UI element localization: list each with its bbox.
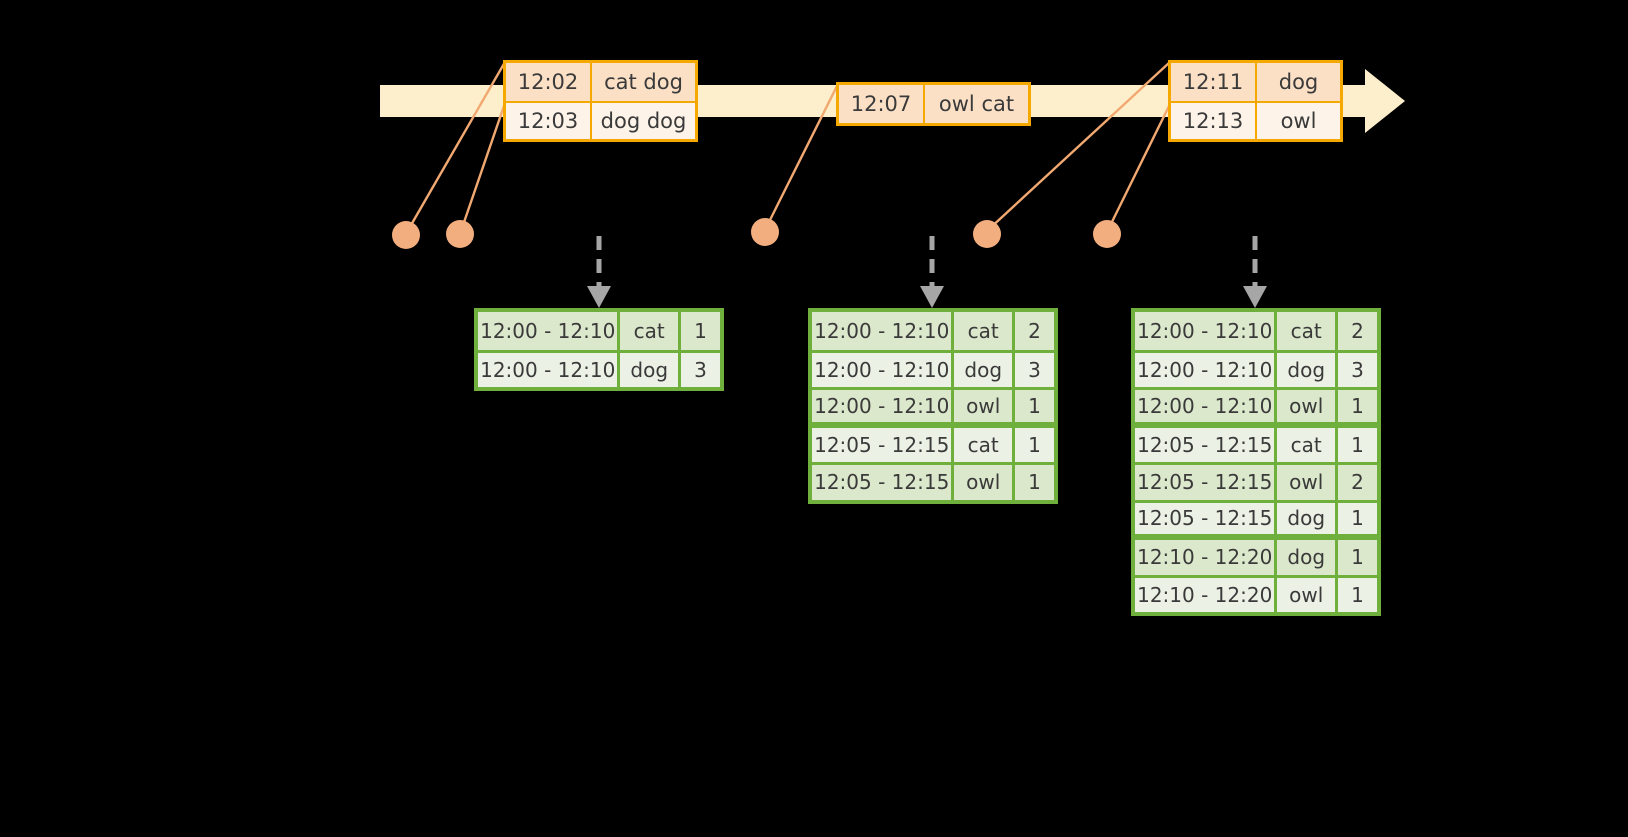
output-arrowhead-2 <box>920 286 944 308</box>
timeline-event-row[interactable]: 12:13 owl <box>1171 101 1340 139</box>
count-cell: 2 <box>1337 462 1377 500</box>
window-cell: 12:05 - 12:15 <box>1135 499 1278 537</box>
key-cell: owl <box>1277 462 1338 500</box>
emission-dot-2 <box>446 220 474 248</box>
emission-dots <box>392 218 1121 249</box>
window-cell: 12:05 - 12:15 <box>1135 424 1278 462</box>
output-arrows <box>596 236 1258 288</box>
count-cell: 1 <box>1337 387 1377 425</box>
key-cell: cat <box>1277 312 1338 350</box>
key-cell: cat <box>954 424 1015 462</box>
count-cell: 1 <box>1337 574 1377 612</box>
connector-1 <box>405 61 507 233</box>
key-cell: dog <box>1277 499 1338 537</box>
window-cell: 12:00 - 12:10 <box>478 349 621 387</box>
event-value: owl cat <box>925 85 1028 123</box>
count-cell: 1 <box>1337 537 1377 575</box>
count-cell: 2 <box>1014 312 1054 350</box>
key-cell: dog <box>1277 349 1338 387</box>
window-cell: 12:00 - 12:10 <box>812 312 955 350</box>
count-cell: 3 <box>1337 349 1377 387</box>
event-time: 12:13 <box>1171 101 1257 139</box>
key-cell: owl <box>1277 387 1338 425</box>
window-cell: 12:00 - 12:10 <box>478 312 621 350</box>
key-cell: cat <box>620 312 681 350</box>
timeline-event-group-2[interactable]: 12:07 owl cat <box>836 82 1031 126</box>
key-cell: dog <box>620 349 681 387</box>
count-cell: 2 <box>1337 312 1377 350</box>
key-cell: dog <box>1277 537 1338 575</box>
count-cell: 1 <box>1014 462 1054 500</box>
event-time: 12:07 <box>839 85 925 123</box>
event-value: dog dog <box>592 101 695 139</box>
timeline-event-row[interactable]: 12:02 cat dog <box>506 63 695 101</box>
connector-3 <box>764 83 840 229</box>
count-cell: 3 <box>680 349 720 387</box>
connector-2 <box>459 102 507 232</box>
emission-dot-3 <box>751 218 779 246</box>
count-cell: 1 <box>1337 499 1377 537</box>
window-cell: 12:05 - 12:15 <box>812 462 955 500</box>
window-cell: 12:00 - 12:10 <box>812 349 955 387</box>
event-time: 12:02 <box>506 63 592 101</box>
key-cell: dog <box>954 349 1015 387</box>
output-arrowheads <box>587 286 1267 308</box>
timeline-event-row[interactable]: 12:03 dog dog <box>506 101 695 139</box>
window-cell: 12:00 - 12:10 <box>1135 349 1278 387</box>
event-time: 12:03 <box>506 101 592 139</box>
window-cell: 12:00 - 12:10 <box>1135 312 1278 350</box>
key-cell: owl <box>1277 574 1338 612</box>
count-cell: 1 <box>1337 424 1377 462</box>
window-cell: 12:05 - 12:15 <box>812 424 955 462</box>
event-value: owl <box>1257 101 1340 139</box>
key-cell: owl <box>954 462 1015 500</box>
timeline-event-row[interactable]: 12:11 dog <box>1171 63 1340 101</box>
count-cell: 3 <box>1014 349 1054 387</box>
connector-5 <box>1106 103 1172 231</box>
count-cell: 1 <box>1014 424 1054 462</box>
key-cell: cat <box>1277 424 1338 462</box>
key-cell: cat <box>954 312 1015 350</box>
emission-dot-1 <box>392 221 420 249</box>
key-cell: owl <box>954 387 1015 425</box>
count-cell: 1 <box>680 312 720 350</box>
emission-dot-5 <box>1093 220 1121 248</box>
window-cell: 12:10 - 12:20 <box>1135 537 1278 575</box>
event-time: 12:11 <box>1171 63 1257 101</box>
emission-dot-4 <box>973 220 1001 248</box>
timeline-event-group-3[interactable]: 12:11 dog 12:13 owl <box>1168 60 1343 142</box>
event-value: dog <box>1257 63 1340 101</box>
output-arrowhead-3 <box>1243 286 1267 308</box>
timeline-event-row[interactable]: 12:07 owl cat <box>839 85 1028 123</box>
window-cell: 12:00 - 12:10 <box>1135 387 1278 425</box>
window-cell: 12:05 - 12:15 <box>1135 462 1278 500</box>
output-arrowhead-1 <box>587 286 611 308</box>
window-cell: 12:00 - 12:10 <box>812 387 955 425</box>
count-cell: 1 <box>1014 387 1054 425</box>
timeline-event-group-1[interactable]: 12:02 cat dog 12:03 dog dog <box>503 60 698 142</box>
window-cell: 12:10 - 12:20 <box>1135 574 1278 612</box>
event-value: cat dog <box>592 63 695 101</box>
